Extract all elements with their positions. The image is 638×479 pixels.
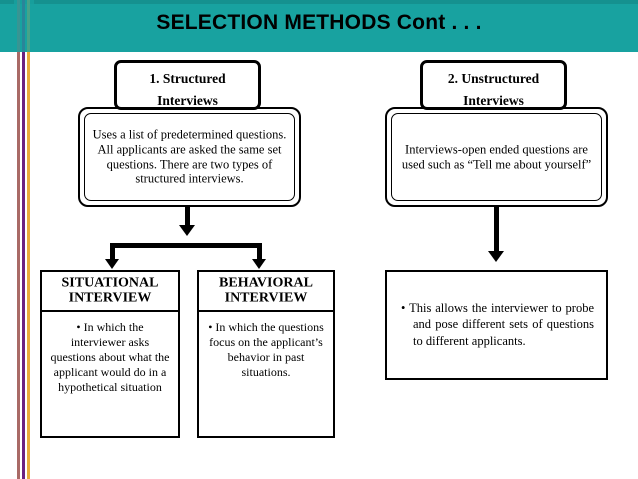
- decor-stripe-gold: [27, 0, 30, 479]
- arrowhead-behavioral-icon: [252, 259, 266, 269]
- structured-title-line1: 1. Structured: [149, 71, 226, 86]
- behavioral-body-text: • In which the questions focus on the ap…: [208, 320, 324, 379]
- connector-drop-situational: [110, 243, 115, 263]
- behavioral-header-line1: BEHAVIORAL: [219, 275, 313, 291]
- connector-stem-left: [185, 207, 190, 227]
- situational-interview-header: SITUATIONAL INTERVIEW: [40, 270, 180, 312]
- situational-interview-body: • In which the interviewer asks question…: [40, 310, 180, 438]
- connector-drop-behavioral: [257, 243, 262, 263]
- structured-title-line2: Interviews: [157, 93, 218, 108]
- decor-stripe-rose: [17, 0, 20, 479]
- unstructured-title-line1: 2. Unstructured: [447, 71, 540, 86]
- unstructured-title-line2: Interviews: [463, 93, 524, 108]
- situational-header-line2: INTERVIEW: [68, 291, 152, 306]
- situational-body-text: • In which the interviewer asks question…: [50, 320, 170, 394]
- unstructured-interviews-description-card: Interviews-open ended questions are used…: [385, 107, 608, 207]
- decor-stripe-header-overlay: [14, 0, 34, 52]
- structured-interviews-description-card: Uses a list of predetermined questions. …: [78, 107, 301, 207]
- slide-header-band: [0, 0, 638, 52]
- arrowhead-left-stem-icon: [179, 225, 195, 236]
- arrowhead-right-stem-icon: [488, 251, 504, 262]
- structured-interviews-title-card: 1. Structured Interviews: [114, 60, 261, 110]
- behavioral-interview-header: BEHAVIORAL INTERVIEW: [197, 270, 335, 312]
- behavioral-interview-body: • In which the questions focus on the ap…: [197, 310, 335, 438]
- connector-stem-right: [494, 207, 499, 255]
- unstructured-note-box: • This allows the interviewer to probe a…: [385, 270, 608, 380]
- unstructured-description-text: Interviews-open ended questions are used…: [401, 142, 592, 171]
- decor-stripe-purple: [22, 0, 25, 479]
- unstructured-interviews-title-card: 2. Unstructured Interviews: [420, 60, 567, 110]
- situational-header-line1: SITUATIONAL: [61, 275, 159, 291]
- header-band-top-shade: [0, 0, 638, 4]
- unstructured-note-text: • This allows the interviewer to probe a…: [401, 301, 594, 348]
- behavioral-header-line2: INTERVIEW: [224, 291, 308, 306]
- structured-description-text: Uses a list of predetermined questions. …: [92, 127, 287, 186]
- connector-split-bar: [110, 243, 262, 248]
- page-title: SELECTION METHODS Cont . . .: [156, 11, 482, 34]
- arrowhead-situational-icon: [105, 259, 119, 269]
